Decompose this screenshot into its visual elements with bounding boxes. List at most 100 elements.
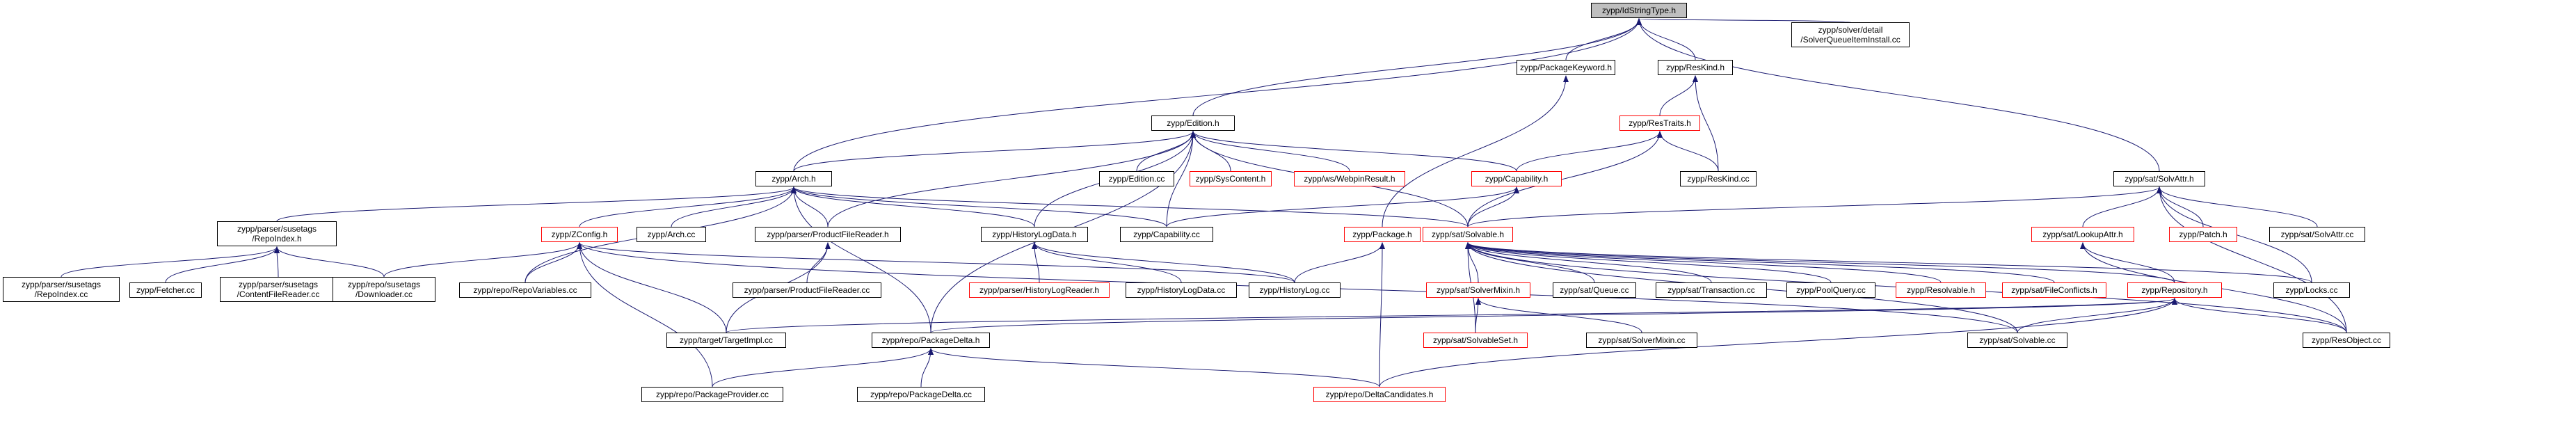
node-packagedelta-cc[interactable]: zypp/repo/PackageDelta.cc [857,387,985,402]
edge-queue-cc-to-solvable-h [1465,242,1595,283]
edge-solvable-cc-to-repository-h [2017,298,2177,333]
node-solvermixin-cc[interactable]: zypp/sat/SolverMixin.cc [1586,333,1697,348]
node-repovariables[interactable]: zypp/repo/RepoVariables.cc [459,282,591,298]
node-historylogdata-h[interactable]: zypp/HistoryLogData.h [981,227,1088,242]
node-capability-cc[interactable]: zypp/Capability.cc [1120,227,1213,242]
node-transaction-cc[interactable]: zypp/sat/Transaction.cc [1656,282,1767,298]
node-deltacandidates-h[interactable]: zypp/repo/DeltaCandidates.h [1313,387,1446,402]
node-targetimpl[interactable]: zypp/target/TargetImpl.cc [666,333,786,348]
node-label: zypp/solver/detail [1818,25,1883,35]
node-label: zypp/HistoryLogData.h [992,230,1077,239]
node-label: zypp/Package.h [1352,230,1412,239]
node-locks-cc[interactable]: zypp/Locks.cc [2273,282,2350,298]
edge-deltacandidates-h-to-packagedelta-h [928,348,1380,388]
node-packagedelta-h[interactable]: zypp/repo/PackageDelta.h [872,333,990,348]
node-label: zypp/parser/susetags [237,224,317,234]
edge-targetimpl-to-repository-h [726,298,2177,333]
node-label: zypp/repo/PackageProvider.cc [655,390,769,399]
node-edition-h[interactable]: zypp/Edition.h [1151,115,1235,131]
node-downloader[interactable]: zypp/repo/susetags/Downloader.cc [333,277,435,302]
node-restraits[interactable]: zypp/ResTraits.h [1619,115,1700,131]
node-label: zypp/sat/SolvAttr.cc [2280,230,2354,239]
node-package-h[interactable]: zypp/Package.h [1344,227,1421,242]
edge-historylogdata-cc-to-historylogdata-h [1032,242,1182,283]
edge-historylogreader-to-historylogdata-h [1032,242,1040,283]
node-label: zypp/Capability.cc [1133,230,1200,239]
edge-downloader-to-repoindex-h [274,246,385,278]
edge-fileconflicts-h-to-solvable-h [1465,242,2055,283]
edge-historylog-cc-to-historylogdata-h [1032,242,1295,283]
node-label: zypp/sat/SolverMixin.h [1436,285,1521,295]
node-pkgkeyword[interactable]: zypp/PackageKeyword.h [1517,60,1615,75]
node-repository-h[interactable]: zypp/Repository.h [2127,282,2222,298]
edge-lookupattr-to-solvattr-h [2082,186,2162,228]
edge-fetcher-to-repoindex-h [165,246,280,283]
node-label: zypp/sat/FileConflicts.h [2011,285,2097,295]
edge-edition-h-to-root [1192,18,1642,116]
node-label: zypp/ResTraits.h [1629,118,1691,128]
node-solvermixin-h[interactable]: zypp/sat/SolverMixin.h [1426,282,1530,298]
node-resobject-cc[interactable]: zypp/ResObject.cc [2303,333,2390,348]
node-solvattr-h[interactable]: zypp/sat/SolvAttr.h [2113,171,2205,186]
node-reskind-h[interactable]: zypp/ResKind.h [1658,60,1733,75]
edge-solvableset-h-to-solvermixin-h [1475,298,1481,333]
node-arch-cc[interactable]: zypp/Arch.cc [637,227,706,242]
node-label: zypp/Resolvable.h [1906,285,1976,295]
node-capability-h[interactable]: zypp/Capability.h [1471,171,1562,186]
node-historylogreader[interactable]: zypp/parser/HistoryLogReader.h [969,282,1110,298]
node-label: zypp/sat/LookupAttr.h [2042,230,2123,239]
node-contentfilereader[interactable]: zypp/parser/susetags/ContentFileReader.c… [220,277,337,302]
node-label: zypp/ResKind.h [1665,63,1725,72]
node-fileconflicts-h[interactable]: zypp/sat/FileConflicts.h [2002,282,2106,298]
edge-contentfilereader-to-repoindex-h [274,246,280,278]
node-label: zypp/repo/DeltaCandidates.h [1325,390,1434,399]
node-patch-h[interactable]: zypp/Patch.h [2169,227,2237,242]
node-reskind-cc[interactable]: zypp/ResKind.cc [1680,171,1757,186]
node-root: zypp/IdStringType.h [1591,3,1687,18]
node-label: zypp/target/TargetImpl.cc [679,335,774,345]
node-repoindex-cc[interactable]: zypp/parser/susetags/RepoIndex.cc [3,277,120,302]
node-historylog-cc[interactable]: zypp/HistoryLog.cc [1249,282,1341,298]
node-label: zypp/ResObject.cc [2311,335,2382,345]
edge-historylogdata-h-to-arch-h [791,186,1035,228]
node-label: zypp/IdStringType.h [1601,6,1677,15]
node-label: zypp/Edition.h [1167,118,1219,128]
node-solvableset-h[interactable]: zypp/sat/SolvableSet.h [1423,333,1528,348]
node-fetcher[interactable]: zypp/Fetcher.cc [129,282,202,298]
edge-deltacandidates-h-to-repository-h [1379,298,2177,388]
node-label: zypp/PackageKeyword.h [1519,63,1613,72]
node-resolvable-h[interactable]: zypp/Resolvable.h [1896,282,1986,298]
edge-solvattr-h-to-root [1636,18,2160,172]
node-historylogdata-cc[interactable]: zypp/HistoryLogData.cc [1126,282,1237,298]
edge-poolquery-cc-to-solvable-h [1465,242,1832,283]
node-edition-cc[interactable]: zypp/Edition.cc [1099,171,1174,186]
node-label: zypp/parser/susetags [238,280,319,289]
node-solvable-h[interactable]: zypp/sat/Solvable.h [1423,227,1513,242]
node-label: /RepoIndex.cc [34,289,88,299]
node-productfilereader-cc[interactable]: zypp/parser/ProductFileReader.cc [733,282,881,298]
node-zconfig[interactable]: zypp/ZConfig.h [541,227,618,242]
node-syscontent[interactable]: zypp/SysContent.h [1190,171,1272,186]
node-packageprovider-cc[interactable]: zypp/repo/PackageProvider.cc [641,387,783,402]
node-lookupattr[interactable]: zypp/sat/LookupAttr.h [2031,227,2134,242]
node-solvattr-cc[interactable]: zypp/sat/SolvAttr.cc [2269,227,2365,242]
node-label: zypp/Locks.cc [2285,285,2338,295]
node-label: zypp/sat/SolvableSet.h [1432,335,1519,345]
edge-targetimpl-to-zconfig [577,242,727,333]
node-productfilereader-h[interactable]: zypp/parser/ProductFileReader.h [755,227,901,242]
node-webpin[interactable]: zypp/ws/WebpinResult.h [1294,171,1405,186]
node-arch-h[interactable]: zypp/Arch.h [755,171,832,186]
node-solvable-cc[interactable]: zypp/sat/Solvable.cc [1967,333,2067,348]
node-label: zypp/repo/PackageDelta.cc [870,390,973,399]
node-label: zypp/sat/Solvable.cc [1979,335,2056,345]
node-label: zypp/parser/ProductFileReader.h [767,230,889,239]
edge-reskind-cc-to-reskind-h [1693,75,1719,172]
edge-arch-h-to-edition-h [793,131,1196,172]
node-solverqueue[interactable]: zypp/solver/detail/SolverQueueItemInstal… [1791,22,1910,47]
node-queue-cc[interactable]: zypp/sat/Queue.cc [1553,282,1636,298]
node-poolquery-cc[interactable]: zypp/PoolQuery.cc [1786,282,1875,298]
node-repoindex-h[interactable]: zypp/parser/susetags/RepoIndex.h [217,221,337,246]
edge-deltacandidates-h-to-package-h [1379,242,1385,388]
edge-capability-cc-to-edition-h [1166,131,1196,228]
node-label: zypp/PoolQuery.cc [1796,285,1866,295]
